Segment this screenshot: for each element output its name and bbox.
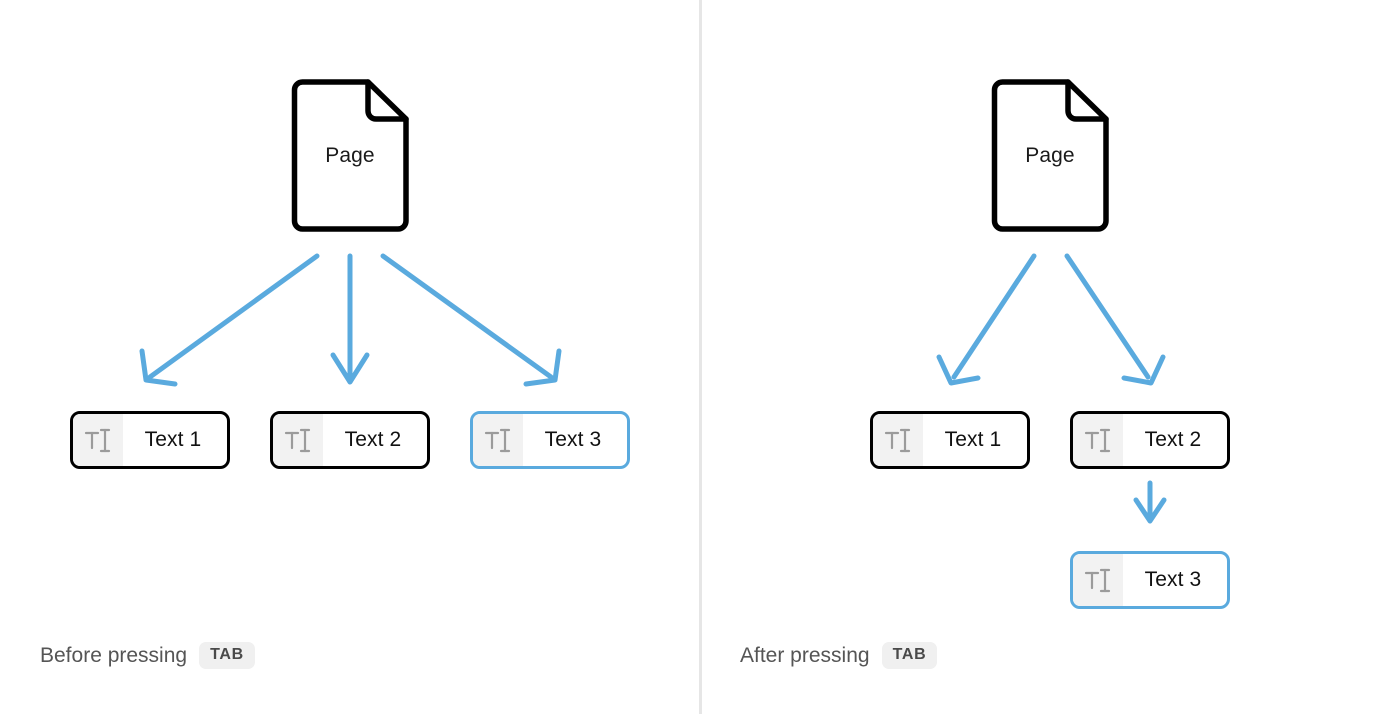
kbd-tab-after: TAB (881, 642, 938, 669)
text-field-node-2[interactable]: Text 2 (1070, 411, 1230, 469)
panel-before-tab: Page Text 1 (0, 0, 699, 714)
text-field-node-3-selected[interactable]: Text 3 (470, 411, 630, 469)
caption-before-text: Before pressing (40, 643, 188, 667)
page-document-icon (291, 79, 409, 232)
text-cursor-icon (1073, 414, 1123, 466)
caption-before: Before pressing TAB (40, 642, 255, 669)
text-field-node-label: Text 3 (1144, 568, 1202, 591)
arrow-text2-to-text3 (1133, 480, 1167, 524)
text-field-node-label: Text 2 (1144, 428, 1202, 451)
text-cursor-icon (473, 414, 523, 466)
text-field-node-label: Text 1 (144, 428, 202, 451)
text-cursor-icon (1073, 554, 1123, 606)
panel-after-tab: Page Text 1 (702, 0, 1400, 714)
caption-after: After pressing TAB (740, 642, 938, 669)
text-field-node-2[interactable]: Text 2 (270, 411, 430, 469)
arrow-page-to-text3 (380, 253, 562, 387)
text-field-node-3-selected[interactable]: Text 3 (1070, 551, 1230, 609)
text-field-node-1[interactable]: Text 1 (870, 411, 1030, 469)
panel-divider (699, 0, 702, 714)
arrow-page-to-text2 (1064, 253, 1166, 386)
arrow-page-to-text2 (330, 253, 370, 385)
page-node-label: Page (1025, 143, 1075, 167)
kbd-tab-before: TAB (199, 642, 255, 669)
text-cursor-icon (273, 414, 323, 466)
caption-after-text: After pressing (740, 643, 870, 667)
arrow-page-to-text1 (936, 253, 1037, 386)
page-node-before[interactable]: Page (290, 78, 410, 233)
page-node-after[interactable]: Page (990, 78, 1110, 233)
text-cursor-icon (73, 414, 123, 466)
page-document-icon (991, 79, 1109, 232)
text-field-node-label: Text 3 (544, 428, 602, 451)
text-field-node-1[interactable]: Text 1 (70, 411, 230, 469)
text-field-node-label: Text 2 (344, 428, 402, 451)
page-node-label: Page (325, 143, 375, 167)
text-field-node-label: Text 1 (944, 428, 1002, 451)
text-cursor-icon (873, 414, 923, 466)
arrow-page-to-text1 (139, 253, 320, 387)
